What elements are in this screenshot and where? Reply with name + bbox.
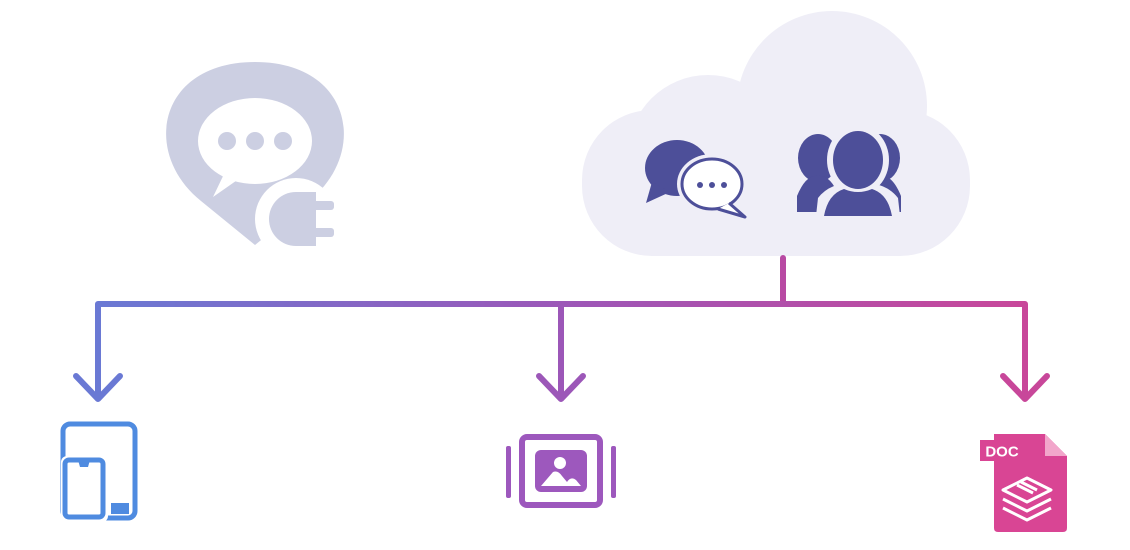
doc-file-icon: DOC — [980, 434, 1067, 532]
chat-plugin-pin-icon — [166, 62, 344, 260]
arrow-down-icon — [73, 373, 123, 402]
chat-bubbles-icon — [645, 140, 747, 219]
cloud-icon — [582, 11, 970, 256]
connector-lines — [95, 255, 1028, 397]
arrow-down-icon — [1000, 373, 1050, 402]
plug-icon — [255, 178, 337, 260]
layers-icon — [1001, 476, 1053, 522]
doc-file-label: DOC — [985, 444, 1019, 461]
image-gallery-icon — [506, 434, 616, 508]
arrowheads — [73, 373, 1050, 402]
arrow-down-icon — [536, 373, 586, 402]
devices-icon — [60, 421, 138, 522]
user-group-icon — [797, 125, 901, 216]
